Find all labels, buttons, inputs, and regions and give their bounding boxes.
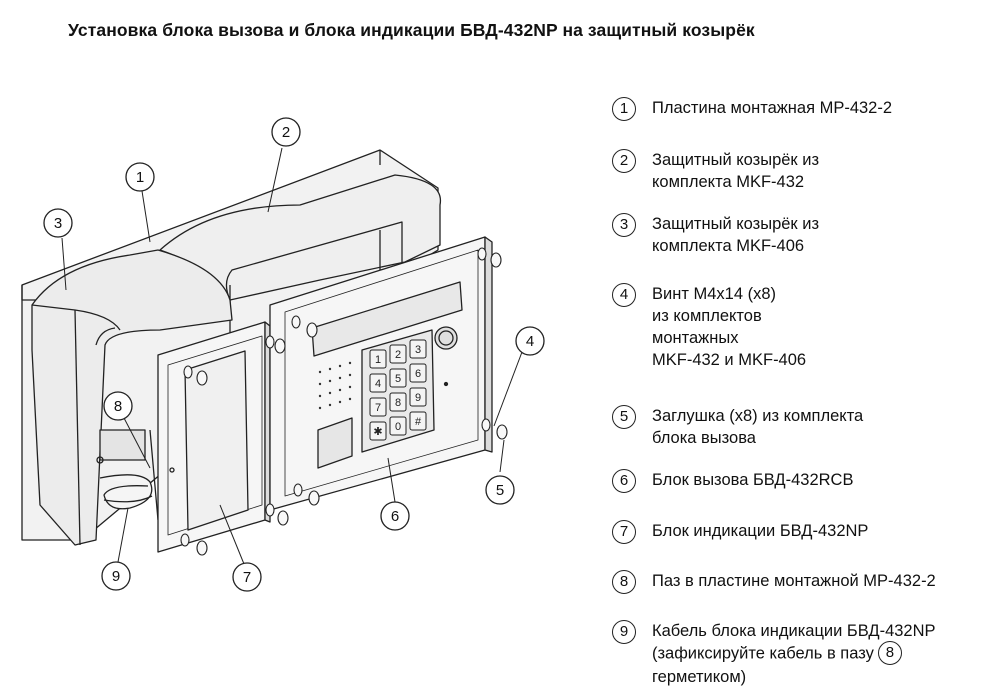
- legend-text: Заглушка (х8) из комплекта блока вызова: [652, 407, 864, 447]
- key-star: ✱: [373, 426, 382, 438]
- speaker-grille: [318, 361, 352, 410]
- callout-7: 7: [232, 562, 262, 592]
- legend-text: Паз в пластине монтажной МР-432-2: [652, 572, 936, 590]
- key-9: 9: [415, 392, 421, 404]
- leader-lines: [61, 147, 523, 565]
- callout-8: 8: [103, 391, 133, 421]
- svg-text:7: 7: [243, 569, 251, 586]
- page-title: Установка блока вызова и блока индикации…: [68, 20, 755, 40]
- key-7: 7: [375, 402, 381, 414]
- key-8: 8: [395, 397, 401, 409]
- callout-9: 9: [101, 561, 131, 591]
- assembly-drawing: 1 2 3 4 5 6 7 8 9 ✱ 0 # 1 2 3 4 5 6 7 8 …: [21, 117, 545, 592]
- legend-text: Винт М4х14 (х8) из комплектов монтажных …: [652, 285, 807, 369]
- callouts: 1 2 3 4 5 6 7 8 9: [43, 117, 545, 592]
- callout-4: 4: [515, 326, 545, 356]
- legend-text: Кабель блока индикации БВД-432NP (зафикс…: [652, 622, 936, 686]
- key-hash: #: [415, 416, 422, 428]
- screws: [180, 247, 508, 556]
- legend-number: 8: [612, 570, 636, 594]
- key-5: 5: [395, 373, 401, 385]
- legend-text: Защитный козырёк из комплекта МKF-406: [652, 215, 820, 255]
- callout-1: 1: [125, 162, 155, 192]
- legend-text: Защитный козырёк из комплекта МKF-432: [652, 151, 820, 191]
- legend-number: 9: [612, 620, 636, 644]
- svg-text:4: 4: [526, 333, 534, 350]
- legend-number: 7: [612, 520, 636, 544]
- keypad: [369, 339, 427, 441]
- legend-number: 3: [612, 213, 636, 237]
- callout-3: 3: [43, 208, 73, 238]
- key-4: 4: [375, 378, 381, 390]
- legend-number: 6: [612, 469, 636, 493]
- svg-text:3: 3: [54, 215, 62, 232]
- legend-number: 4: [612, 283, 636, 307]
- callout-2: 2: [271, 117, 301, 147]
- legend-number: 1: [612, 97, 636, 121]
- keypad-labels: 1 2 3 4 5 6 7 8 9 ✱ 0 #: [373, 344, 422, 438]
- key-0: 0: [395, 421, 401, 433]
- legend-text: Пластина монтажная МР-432-2: [652, 99, 893, 117]
- indication-block: [157, 321, 271, 553]
- svg-text:9: 9: [112, 568, 120, 585]
- callout-6: 6: [380, 501, 410, 531]
- svg-text:8: 8: [114, 398, 122, 415]
- legend-text: Блок вызова БВД-432RCB: [652, 471, 854, 489]
- svg-text:6: 6: [391, 508, 399, 525]
- svg-text:5: 5: [496, 482, 504, 499]
- inline-callout-8: 8: [877, 641, 902, 665]
- key-3: 3: [415, 344, 421, 356]
- legend-text: Блок индикации БВД-432NP: [652, 522, 869, 540]
- svg-text:2: 2: [282, 124, 290, 141]
- key-6: 6: [415, 368, 421, 380]
- svg-text:1: 1: [136, 169, 144, 186]
- legend-number: 5: [612, 405, 636, 429]
- callout-5: 5: [485, 475, 515, 505]
- key-2: 2: [395, 349, 401, 361]
- legend-number: 2: [612, 149, 636, 173]
- key-1: 1: [375, 354, 381, 366]
- visor-3: [31, 249, 233, 546]
